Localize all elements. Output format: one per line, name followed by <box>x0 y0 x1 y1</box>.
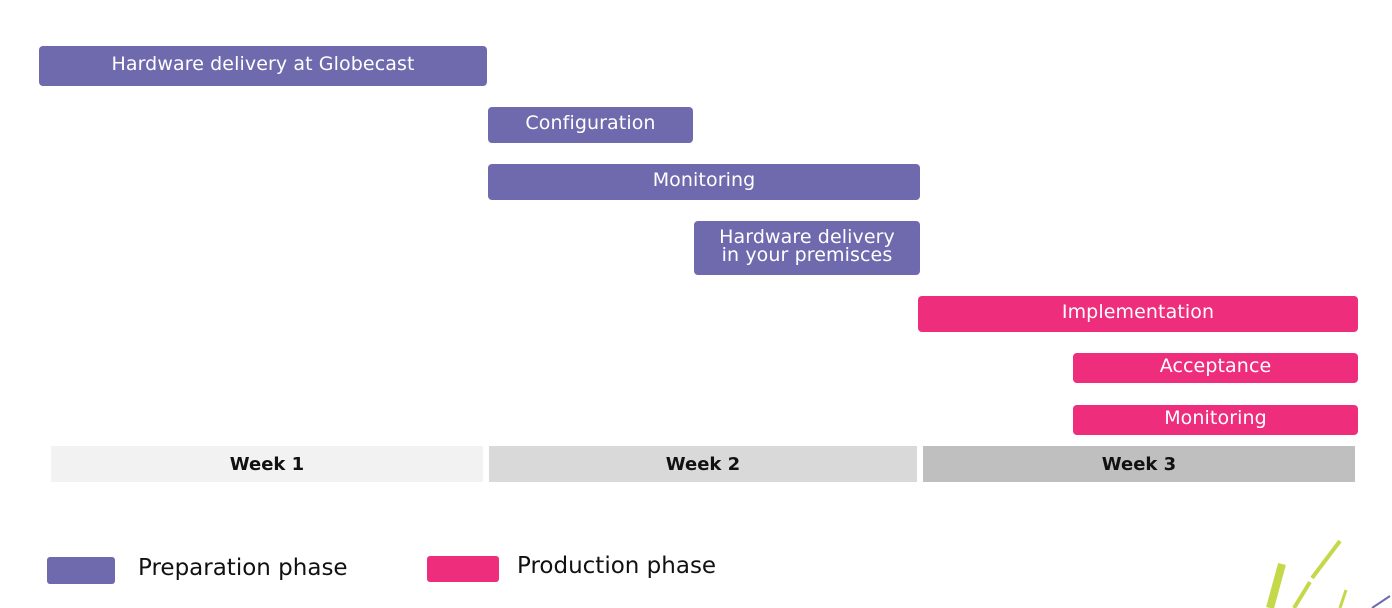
decorative-lines <box>1266 539 1391 608</box>
gantt-bar-6: Acceptance <box>1073 353 1358 383</box>
gantt-bar-label: Monitoring <box>1164 407 1267 429</box>
legend-swatch-preparation <box>47 557 115 584</box>
gantt-bar-label: Configuration <box>525 112 656 134</box>
gantt-bar-label: Monitoring <box>652 169 756 191</box>
week-header-2: Week 2 <box>489 446 917 482</box>
gantt-bar-label: Hardware delivery in your premisces <box>719 226 895 266</box>
gantt-bar-5: Implementation <box>918 296 1358 332</box>
gantt-bar-7: Monitoring <box>1073 405 1358 435</box>
gantt-bar-2: Configuration <box>488 107 693 143</box>
gantt-bar-3: Monitoring <box>488 164 920 200</box>
gantt-bar-1: Hardware delivery at Globecast <box>39 46 487 86</box>
gantt-bar-4: Hardware delivery in your premisces <box>694 221 920 275</box>
gantt-bar-label: Implementation <box>1061 301 1215 323</box>
gantt-bar-label: Acceptance <box>1159 355 1272 377</box>
legend-swatch-production <box>427 556 499 582</box>
legend-label-production: Production phase <box>517 553 717 579</box>
week-header-1: Week 1 <box>51 446 483 482</box>
week-header-3: Week 3 <box>923 446 1355 482</box>
gantt-bar-label: Hardware delivery at Globecast <box>111 53 415 75</box>
legend-label-preparation: Preparation phase <box>138 555 348 581</box>
